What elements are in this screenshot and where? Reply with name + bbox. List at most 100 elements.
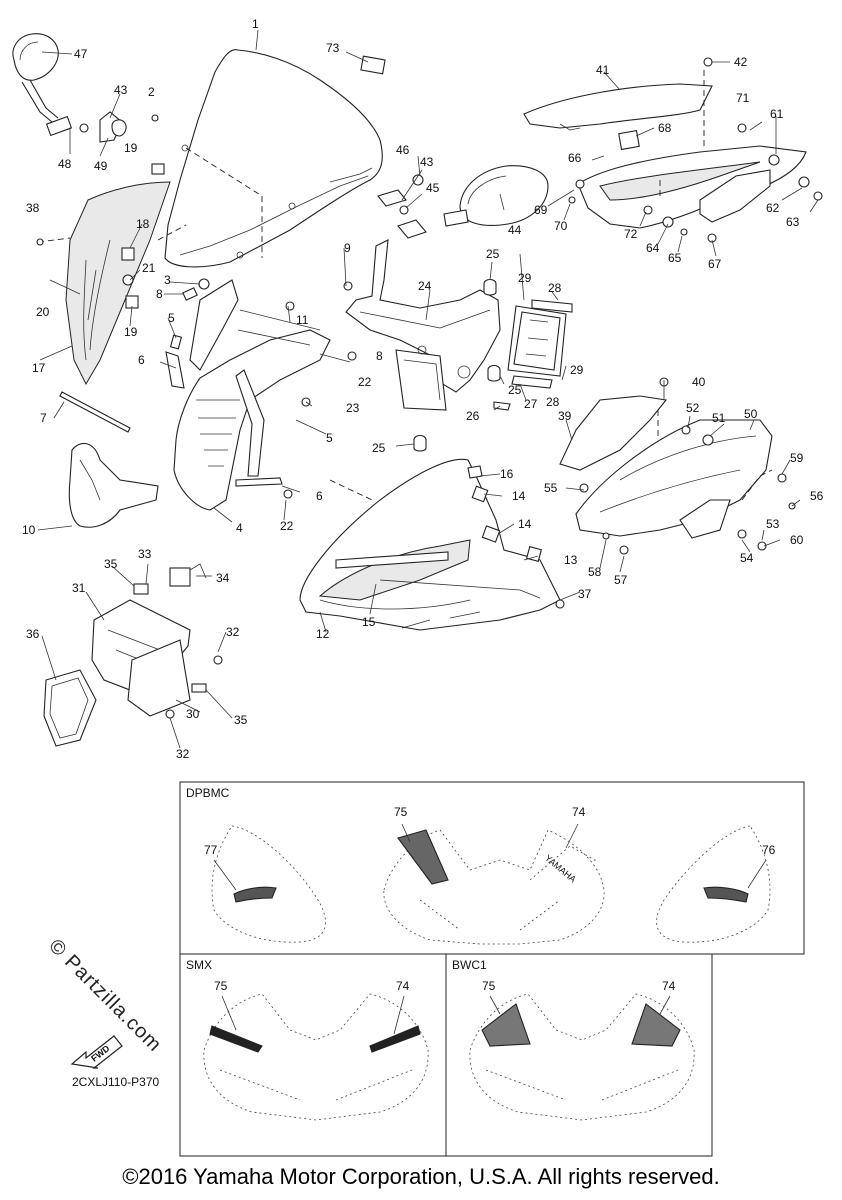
smx-label-74: 74 (396, 979, 410, 993)
part-label-3: 3 (164, 273, 171, 287)
dpbmc-label-74: 74 (572, 805, 586, 819)
part-label-43b: 43 (420, 155, 434, 169)
part-label-58: 58 (588, 565, 602, 579)
smx-label-75: 75 (214, 979, 228, 993)
variant-boxes (179, 781, 805, 1157)
part-label-13: 13 (564, 553, 578, 567)
variant-title-dpbmc: DPBMC (186, 786, 230, 800)
part-label-27: 27 (524, 397, 538, 411)
part-label-67: 67 (708, 257, 722, 271)
part-label-61: 61 (770, 107, 784, 121)
part-label-64: 64 (646, 241, 660, 255)
part-label-40: 40 (692, 375, 706, 389)
part-label-19b: 19 (124, 325, 138, 339)
part-label-55: 55 (544, 481, 558, 495)
part-label-17: 17 (32, 361, 46, 375)
dpbmc-label-76: 76 (762, 843, 776, 857)
part-label-5b: 5 (326, 431, 333, 445)
forward-arrow-icon: FWD (68, 1028, 128, 1077)
part-label-37: 37 (578, 587, 592, 601)
part-label-32b: 32 (176, 747, 190, 761)
dpbmc-label-75: 75 (394, 805, 408, 819)
part-label-11: 11 (296, 313, 309, 327)
part-label-69: 69 (534, 203, 548, 217)
copyright-notice: ©2016 Yamaha Motor Corporation, U.S.A. A… (122, 1164, 720, 1189)
part-label-8b: 8 (376, 349, 383, 363)
part-label-23: 23 (346, 401, 360, 415)
part-label-19a: 19 (124, 141, 138, 155)
part-label-35a: 35 (104, 557, 118, 571)
part-label-71: 71 (736, 91, 750, 105)
part-label-59: 59 (790, 451, 804, 465)
part-label-51: 51 (712, 411, 726, 425)
part-label-56: 56 (810, 489, 824, 503)
part-label-50: 50 (744, 407, 758, 421)
part-label-14b: 14 (518, 517, 532, 531)
part-label-65: 65 (668, 251, 682, 265)
part-label-28b: 28 (546, 395, 560, 409)
part-label-42: 42 (734, 55, 748, 69)
part-label-70: 70 (554, 219, 568, 233)
part-label-62: 62 (766, 201, 780, 215)
air-duct-part (507, 299, 573, 389)
part-label-49: 49 (94, 159, 108, 173)
part-label-18: 18 (136, 217, 150, 231)
part-label-66: 66 (568, 151, 582, 165)
part-label-47: 47 (74, 47, 88, 61)
part-label-10: 10 (22, 523, 36, 537)
part-label-33: 33 (138, 547, 152, 561)
part-label-1: 1 (252, 17, 259, 31)
part-label-28a: 28 (548, 281, 562, 295)
part-label-22b: 22 (280, 519, 294, 533)
part-label-63: 63 (786, 215, 800, 229)
part-label-48: 48 (58, 157, 72, 171)
part-label-6a: 6 (138, 353, 145, 367)
part-label-73: 73 (326, 41, 340, 55)
part-label-14a: 14 (512, 489, 526, 503)
part-label-9: 9 (344, 241, 351, 255)
part-label-43a: 43 (114, 83, 128, 97)
part-label-46: 46 (396, 143, 410, 157)
part-label-53: 53 (766, 517, 780, 531)
left-mirror-part (12, 33, 165, 175)
part-label-30: 30 (186, 707, 200, 721)
part-label-35b: 35 (234, 713, 248, 727)
part-label-26: 26 (466, 409, 480, 423)
leader-lines (37, 29, 819, 749)
part-label-36: 36 (26, 627, 40, 641)
part-label-29b: 29 (570, 363, 584, 377)
part-label-22a: 22 (358, 375, 372, 389)
part-label-32a: 32 (226, 625, 240, 639)
part-label-8a: 8 (156, 287, 163, 301)
part-label-5a: 5 (168, 311, 175, 325)
part-label-4: 4 (236, 521, 243, 535)
side-cowl-part (299, 458, 561, 631)
part-label-72: 72 (624, 227, 638, 241)
bwc1-label-75: 75 (482, 979, 496, 993)
part-label-25c: 25 (372, 441, 386, 455)
part-label-7: 7 (40, 411, 47, 425)
part-label-57: 57 (614, 573, 628, 587)
upper-side-panel-part (523, 83, 713, 131)
part-label-21: 21 (142, 261, 156, 275)
part-label-24: 24 (418, 279, 432, 293)
front-lower-cover-part (68, 442, 159, 528)
under-cowl-part (559, 395, 773, 539)
part-label-41: 41 (596, 63, 610, 77)
inner-panel-part (173, 279, 331, 511)
side-inner-panel-part (65, 181, 171, 386)
bwc1-label-74: 74 (662, 979, 676, 993)
part-label-39: 39 (558, 409, 572, 423)
part-label-15: 15 (362, 615, 376, 629)
part-label-45: 45 (426, 181, 440, 195)
right-mirror-part (377, 165, 549, 239)
part-label-2: 2 (148, 85, 155, 99)
part-label-34: 34 (216, 571, 230, 585)
part-label-52: 52 (686, 401, 700, 415)
fasteners-group (36, 57, 823, 609)
part-label-68: 68 (658, 121, 672, 135)
part-label-20: 20 (36, 305, 50, 319)
part-label-60: 60 (790, 533, 804, 547)
